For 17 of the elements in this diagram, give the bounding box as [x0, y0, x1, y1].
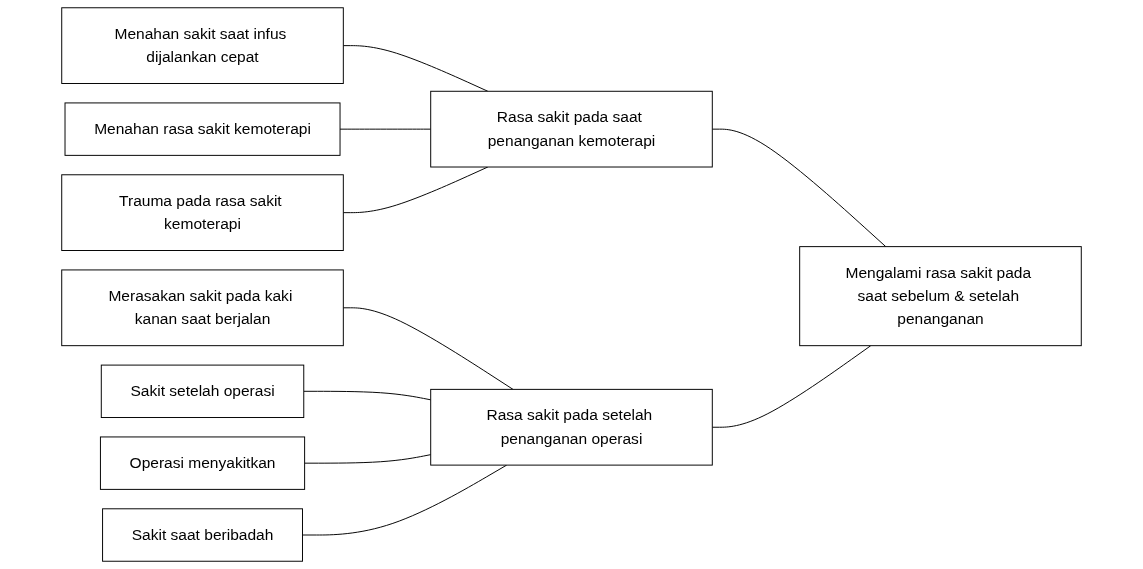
node-box: Mengalami rasa sakit pada saat sebelum & setelah penanganan — [799, 246, 1082, 347]
node-box: Menahan rasa sakit kemoterapi — [64, 102, 341, 156]
connector — [711, 128, 887, 248]
node-box: Merasakan sakit pada kaki kanan saat berjalan — [61, 269, 344, 347]
connector — [711, 345, 872, 428]
node-box: Rasa sakit pada setelah penanganan operasi — [430, 388, 713, 466]
node-box: Operasi menyakitkan — [99, 436, 306, 490]
node-box: Menahan sakit saat infus dijalankan cepat — [61, 7, 344, 84]
node-box: Rasa sakit pada saat penanganan kemoterapi — [430, 90, 713, 168]
connector — [342, 307, 514, 390]
connector — [303, 390, 432, 401]
node-box: Sakit saat beribadah — [102, 508, 303, 562]
connector — [304, 454, 432, 464]
connector — [342, 45, 489, 92]
node-box: Trauma pada rasa sakit kemoterapi — [61, 174, 344, 251]
node-box: Sakit setelah operasi — [100, 364, 305, 418]
connector — [339, 128, 432, 130]
